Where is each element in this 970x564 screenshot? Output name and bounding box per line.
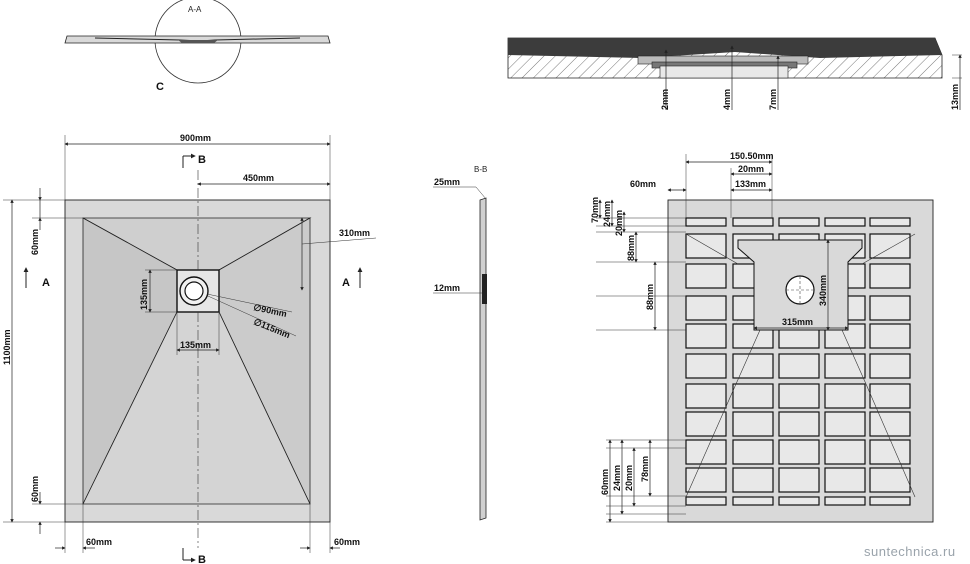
dim-450mm: 450mm <box>243 173 274 183</box>
grid-cell <box>732 496 774 506</box>
grid-cell <box>685 217 727 227</box>
watermark: suntechnica.ru <box>864 544 956 559</box>
dim-150-50mm: 150.50mm <box>730 151 774 161</box>
grid-cell <box>869 233 911 259</box>
dim-310mm: 310mm <box>339 228 370 238</box>
grid-cell <box>778 411 820 437</box>
dim-133mm: 133mm <box>735 179 766 189</box>
drain-inner-icon <box>184 281 204 301</box>
grid-cell <box>869 295 911 321</box>
grid-cell <box>778 217 820 227</box>
tray-profile <box>64 35 331 44</box>
grid-cell <box>685 496 727 506</box>
dim-7mm: 7mm <box>768 89 778 110</box>
grid-cell <box>685 295 727 321</box>
grid-cell <box>824 217 866 227</box>
grid-cell <box>824 496 866 506</box>
left-bottom-dim-label: 24mm <box>612 465 622 491</box>
section-a-right: A <box>342 277 350 289</box>
dim-60mm-bottom: 60mm <box>30 476 40 502</box>
grid-cell <box>869 263 911 289</box>
grid-cell <box>869 353 911 379</box>
dim-135mm-vertical: 135mm <box>139 279 149 310</box>
grid-cell <box>824 467 866 493</box>
dim-315mm: 315mm <box>782 317 813 327</box>
grid-cell <box>778 353 820 379</box>
plan-view: 900mm 450mm B B 1100mm 60mm 60mm A <box>2 133 377 564</box>
section-aa-profile: A-A C <box>64 0 331 93</box>
dim-900mm: 900mm <box>180 133 211 143</box>
grid-cell <box>732 467 774 493</box>
slope-line <box>735 329 761 385</box>
left-top-dim-label: 20mm <box>614 210 624 236</box>
left-top-dim-label: 70mm <box>590 197 600 223</box>
slope-line <box>685 383 737 498</box>
dim-60mm-top-right: 60mm <box>630 179 656 189</box>
grid-cell <box>824 353 866 379</box>
dim-60mm-right: 60mm <box>334 537 360 547</box>
grid-cell <box>685 411 727 437</box>
section-bb: B-B 25mm 12mm <box>433 165 487 521</box>
grid-cell <box>824 383 866 409</box>
slope-line <box>841 329 867 385</box>
detail-c-label: C <box>156 81 164 93</box>
grid-cell <box>685 467 727 493</box>
grid-cell <box>685 323 727 349</box>
grid-cell <box>732 217 774 227</box>
left-bottom-dim-label: 60mm <box>600 469 610 495</box>
left-top-dim-label: 88mm <box>626 235 636 261</box>
section-a-left: A <box>42 277 50 289</box>
dim-60mm-left: 60mm <box>86 537 112 547</box>
section-aa-label: A-A <box>188 5 202 14</box>
dim-135mm-horizontal: 135mm <box>180 340 211 350</box>
section-b-bottom: B <box>198 554 206 564</box>
grid-cell <box>869 496 911 506</box>
grid-cell <box>778 467 820 493</box>
dim-340mm: 340mm <box>818 275 828 306</box>
section-b-top: B <box>198 154 206 166</box>
grid-cell <box>732 439 774 465</box>
drain-hole-icon <box>785 275 815 305</box>
dim-60mm-top: 60mm <box>30 229 40 255</box>
slope-line <box>685 233 739 265</box>
grid-cell <box>869 411 911 437</box>
grid-cell <box>685 263 727 289</box>
left-top-dim-label: 88mm <box>645 284 655 310</box>
dim-13mm: 13mm <box>950 84 960 110</box>
left-bottom-dim-label: 78mm <box>640 456 650 482</box>
dim-2mm: 2mm <box>660 89 670 110</box>
grid-cell <box>824 411 866 437</box>
dim-25mm: 25mm <box>434 177 460 187</box>
grid-cell <box>778 496 820 506</box>
left-top-dim-label: 24mm <box>602 201 612 227</box>
slope-line <box>865 383 916 498</box>
section-bb-label: B-B <box>474 165 487 174</box>
grid-cell <box>732 411 774 437</box>
grid-cell <box>869 439 911 465</box>
grid-cell <box>778 383 820 409</box>
dim-20mm-top: 20mm <box>738 164 764 174</box>
left-bottom-dim-label: 20mm <box>624 465 634 491</box>
grid-cell <box>778 439 820 465</box>
dim-4mm: 4mm <box>722 89 732 110</box>
dim-1100mm: 1100mm <box>2 329 12 365</box>
grid-cell <box>869 323 911 349</box>
bottom-view: 340mm 315mm 150.50mm 20mm 133mm 60mm 70m… <box>590 151 934 523</box>
grid-cell <box>732 383 774 409</box>
dim-12mm: 12mm <box>434 283 460 293</box>
grid-cell <box>685 353 727 379</box>
grid-cell <box>824 439 866 465</box>
drain-detail-section: 2mm 4mm 7mm 13mm <box>507 37 962 110</box>
grid-cell <box>869 383 911 409</box>
grid-cell <box>685 383 727 409</box>
grid-cell <box>732 353 774 379</box>
grid-cell <box>869 467 911 493</box>
grid-cell <box>869 217 911 227</box>
slope-line <box>861 233 916 265</box>
